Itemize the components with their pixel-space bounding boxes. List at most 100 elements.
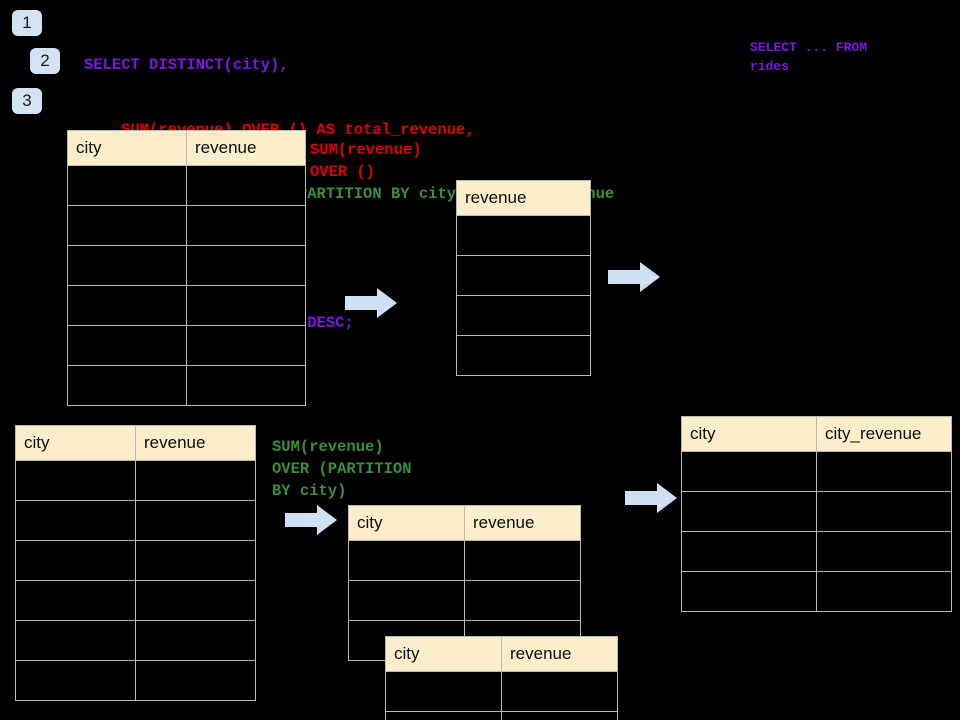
- table-row: [385, 671, 618, 712]
- arrow-total-to-result: [608, 262, 660, 292]
- cell-revenue: [501, 711, 618, 720]
- cell-revenue: [501, 671, 618, 712]
- table-row: [15, 540, 256, 581]
- column-header-revenue: revenue: [135, 425, 256, 461]
- table-row: [681, 531, 952, 572]
- cell-revenue: [456, 295, 591, 336]
- cell-city: [67, 205, 187, 246]
- column-header-city: city: [67, 130, 187, 166]
- cell-revenue: [135, 620, 256, 661]
- column-header-revenue: revenue: [456, 180, 591, 216]
- arrow-source-to-total: [345, 288, 397, 318]
- table-row: [456, 295, 591, 336]
- annotation-sum-over-partition: SUM(revenue) OVER (PARTITION BY city): [272, 438, 412, 500]
- cell-city: [67, 325, 187, 366]
- cell-city: [681, 571, 817, 612]
- cell-city-revenue: [816, 491, 952, 532]
- table-header-row: city revenue: [385, 636, 618, 672]
- sql-line-1: SELECT DISTINCT(city),: [84, 56, 289, 74]
- column-header-revenue: revenue: [501, 636, 618, 672]
- cell-city: [67, 165, 187, 206]
- table-header-row: city city_revenue: [681, 416, 952, 452]
- cell-city: [348, 580, 465, 621]
- total-revenue-table: revenue: [456, 180, 591, 376]
- table-row: [15, 460, 256, 501]
- annotation-select-from-rides: SELECT ... FROM rides: [750, 40, 868, 74]
- partition-source-table: city revenue: [15, 425, 256, 701]
- cell-revenue: [456, 215, 591, 256]
- table-row: [67, 325, 306, 366]
- cell-city: [67, 365, 187, 406]
- table-row: [681, 451, 952, 492]
- column-header-city: city: [15, 425, 136, 461]
- cell-city: [67, 245, 187, 286]
- step-badge-3: 3: [12, 88, 42, 114]
- step-badge-2: 2: [30, 48, 60, 74]
- table-row: [681, 491, 952, 532]
- table-row: [385, 711, 618, 720]
- cell-city: [67, 285, 187, 326]
- cell-city: [15, 500, 136, 541]
- partition-group-front-table: city revenue: [385, 636, 618, 720]
- cell-revenue: [135, 500, 256, 541]
- cell-city: [385, 671, 502, 712]
- cell-revenue: [456, 255, 591, 296]
- cell-city: [15, 540, 136, 581]
- annotation-sum-over-empty: SUM(revenue) OVER (): [310, 141, 422, 181]
- cell-city: [348, 540, 465, 581]
- cell-revenue: [456, 335, 591, 376]
- table-header-row: revenue: [456, 180, 591, 216]
- cell-revenue: [464, 580, 581, 621]
- table-row: [15, 620, 256, 661]
- table-row: [67, 165, 306, 206]
- table-row: [348, 580, 581, 621]
- cell-city: [15, 460, 136, 501]
- cell-city-revenue: [816, 451, 952, 492]
- table-header-row: city revenue: [67, 130, 306, 166]
- table-row: [456, 215, 591, 256]
- cell-city: [15, 620, 136, 661]
- table-row: [456, 255, 591, 296]
- cell-city: [681, 531, 817, 572]
- table-row: [67, 205, 306, 246]
- cell-city-revenue: [816, 531, 952, 572]
- cell-revenue: [135, 540, 256, 581]
- cell-revenue: [186, 365, 306, 406]
- column-header-revenue: revenue: [186, 130, 306, 166]
- arrow-partition-to-result: [625, 483, 677, 513]
- cell-revenue: [186, 205, 306, 246]
- table-row: [15, 580, 256, 621]
- table-row: [456, 335, 591, 376]
- cell-revenue: [186, 325, 306, 366]
- column-header-city: city: [385, 636, 502, 672]
- cell-city: [681, 451, 817, 492]
- cell-city-revenue: [816, 571, 952, 612]
- table-row: [15, 660, 256, 701]
- cell-revenue: [186, 165, 306, 206]
- table-row: [67, 285, 306, 326]
- cell-city: [15, 660, 136, 701]
- cell-revenue: [186, 245, 306, 286]
- result-table: city city_revenue: [681, 416, 952, 612]
- table-row: [681, 571, 952, 612]
- cell-revenue: [135, 460, 256, 501]
- cell-city: [681, 491, 817, 532]
- table-header-row: city revenue: [15, 425, 256, 461]
- table-row: [348, 540, 581, 581]
- table-header-row: city revenue: [348, 505, 581, 541]
- table-row: [15, 500, 256, 541]
- arrow-source-to-partition: [285, 505, 337, 535]
- table-row: [67, 365, 306, 406]
- cell-revenue: [135, 660, 256, 701]
- partition-group-back-table: city revenue: [348, 505, 581, 661]
- column-header-city: city: [681, 416, 817, 452]
- cell-revenue: [186, 285, 306, 326]
- column-header-city: city: [348, 505, 465, 541]
- cell-city: [15, 580, 136, 621]
- cell-revenue: [464, 540, 581, 581]
- cell-revenue: [135, 580, 256, 621]
- column-header-revenue: revenue: [464, 505, 581, 541]
- column-header-city-revenue: city_revenue: [816, 416, 952, 452]
- table-row: [67, 245, 306, 286]
